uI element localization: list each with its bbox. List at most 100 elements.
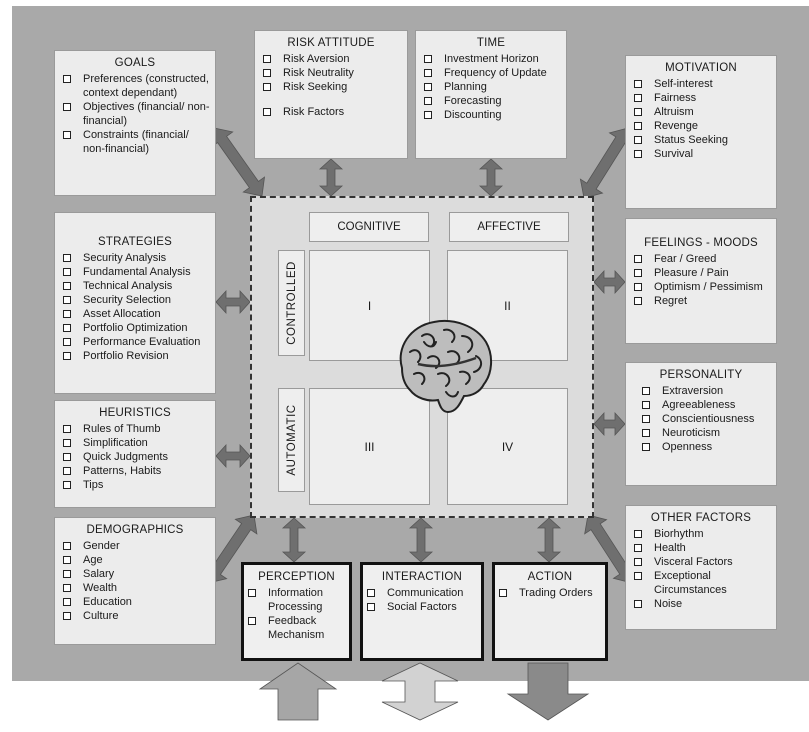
checkbox-icon-item: Regret (632, 294, 772, 308)
checkbox-icon-item: Performance Evaluation (61, 335, 211, 349)
arrow-icon-action-link (536, 517, 562, 563)
arrow-icon-input (258, 662, 338, 721)
checkbox-icon-item: Security Selection (61, 293, 211, 307)
checkbox-icon-item: Asset Allocation (61, 307, 211, 321)
checkbox-icon-item: Self-interest (632, 77, 772, 91)
checkbox-icon-item: Pleasure / Pain (632, 266, 772, 280)
checkbox-icon-item: Gender (61, 539, 211, 553)
time-box: TIME Investment Horizon Frequency of Upd… (415, 30, 567, 159)
checkbox-icon-item: Trading Orders (497, 586, 601, 600)
arrow-icon-strategies (215, 289, 251, 315)
checkbox-icon-item: Discounting (422, 108, 562, 122)
checkbox-icon-item: Risk Neutrality (261, 66, 403, 80)
perception-box: PERCEPTION Information Processing Feedba… (241, 562, 352, 661)
goals-list: Preferences (constructed, context depend… (55, 72, 215, 156)
checkbox-icon-item: Communication (365, 586, 477, 600)
checkbox-icon-item: Openness (640, 440, 772, 454)
checkbox-icon-item: Survival (632, 147, 772, 161)
checkbox-icon-item: Planning (422, 80, 562, 94)
checkbox-icon-item: Status Seeking (632, 133, 772, 147)
checkbox-icon-item: Noise (632, 597, 772, 611)
checkbox-icon-item: Patterns, Habits (61, 464, 211, 478)
checkbox-icon-item: Wealth (61, 581, 211, 595)
checkbox-icon-item: Technical Analysis (61, 279, 211, 293)
checkbox-icon-item: Social Factors (365, 600, 477, 614)
demographics-title: DEMOGRAPHICS (86, 524, 184, 536)
goals-box: GOALS Preferences (constructed, context … (54, 50, 216, 196)
quadrant-4: IV (447, 388, 568, 505)
feelings-moods-title: FEELINGS - MOODS (644, 237, 758, 249)
risk-attitude-list: Risk Aversion Risk Neutrality Risk Seeki… (255, 52, 407, 119)
arrow-icon-risk-attitude (318, 158, 344, 197)
feelings-moods-list: Fear / Greed Pleasure / Pain Optimism / … (626, 252, 776, 308)
action-box: ACTION Trading Orders (492, 562, 608, 661)
automatic-label-text: AUTOMATIC (285, 404, 298, 476)
action-title: ACTION (527, 571, 573, 583)
brain-icon (399, 320, 492, 414)
checkbox-icon-item: Neuroticism (640, 426, 772, 440)
checkbox-icon-item: Risk Factors (261, 105, 403, 119)
motivation-box: MOTIVATION Self-interest Fairness Altrui… (625, 55, 777, 209)
checkbox-icon-item: Information Processing (246, 586, 345, 614)
other-factors-box: OTHER FACTORS Biorhythm Health Visceral … (625, 505, 777, 630)
quadrant-3: III (309, 388, 430, 505)
checkbox-icon-item: Forecasting (422, 94, 562, 108)
central-quadrant-frame: COGNITIVE AFFECTIVE CONTROLLED AUTOMATIC… (250, 196, 594, 518)
checkbox-icon-item: Constraints (financial/ non-financial) (61, 128, 211, 156)
arrow-icon-output (506, 662, 590, 721)
checkbox-icon-item: Health (632, 541, 772, 555)
interaction-list: Communication Social Factors (363, 586, 481, 614)
checkbox-icon-item: Preferences (constructed, context depend… (61, 72, 211, 100)
checkbox-icon-item: Visceral Factors (632, 555, 772, 569)
arrow-icon-perception-link (281, 517, 307, 563)
interaction-box: INTERACTION Communication Social Factors (360, 562, 484, 661)
checkbox-icon-item: Feedback Mechanism (246, 614, 345, 642)
checkbox-icon-item: Quick Judgments (61, 450, 211, 464)
action-list: Trading Orders (495, 586, 605, 600)
demographics-box: DEMOGRAPHICS Gender Age Salary Wealth Ed… (54, 517, 216, 645)
strategies-list: Security Analysis Fundamental Analysis T… (55, 251, 215, 363)
controlled-label-text: CONTROLLED (285, 261, 298, 345)
arrow-icon-exchange (381, 662, 459, 721)
heuristics-box: HEURISTICS Rules of Thumb Simplification… (54, 400, 216, 508)
checkbox-icon-item: Risk Aversion (261, 52, 403, 66)
checkbox-icon-item: Exceptional Circumstances (632, 569, 772, 597)
goals-title: GOALS (114, 57, 156, 69)
time-list: Investment Horizon Frequency of Update P… (416, 52, 566, 122)
checkbox-icon-item: Age (61, 553, 211, 567)
automatic-label: AUTOMATIC (278, 388, 305, 492)
checkbox-icon-item: Investment Horizon (422, 52, 562, 66)
arrow-icon-heuristics (215, 443, 251, 469)
strategies-box: STRATEGIES Security Analysis Fundamental… (54, 212, 216, 394)
strategies-title: STRATEGIES (98, 236, 172, 248)
checkbox-icon-item: Portfolio Revision (61, 349, 211, 363)
other-factors-title: OTHER FACTORS (650, 512, 752, 524)
checkbox-icon-item: Portfolio Optimization (61, 321, 211, 335)
cognitive-header: COGNITIVE (309, 212, 429, 242)
checkbox-icon-item: Conscientiousness (640, 412, 772, 426)
arrow-icon-motivation (579, 127, 633, 199)
checkbox-icon-item: Frequency of Update (422, 66, 562, 80)
checkbox-icon-item: Agreeableness (640, 398, 772, 412)
risk-attitude-title: RISK ATTITUDE (287, 37, 375, 49)
arrow-icon-feelings (593, 269, 626, 295)
time-title: TIME (476, 37, 506, 49)
checkbox-icon-item: Biorhythm (632, 527, 772, 541)
checkbox-icon-item: Altruism (632, 105, 772, 119)
checkbox-icon-item: Objectives (financial/ non-financial) (61, 100, 211, 128)
motivation-list: Self-interest Fairness Altruism Revenge … (626, 77, 776, 161)
perception-list: Information Processing Feedback Mechanis… (244, 586, 349, 642)
checkbox-icon-item: Salary (61, 567, 211, 581)
controlled-label: CONTROLLED (278, 250, 305, 356)
checkbox-icon-item: Optimism / Pessimism (632, 280, 772, 294)
heuristics-list: Rules of Thumb Simplification Quick Judg… (55, 422, 215, 492)
arrow-icon-personality (593, 411, 626, 437)
arrow-icon-interaction-link (408, 517, 434, 563)
checkbox-icon-item: Simplification (61, 436, 211, 450)
affective-header: AFFECTIVE (449, 212, 569, 242)
checkbox-icon-item: Education (61, 595, 211, 609)
demographics-list: Gender Age Salary Wealth Education Cultu… (55, 539, 215, 623)
perception-title: PERCEPTION (258, 571, 335, 583)
